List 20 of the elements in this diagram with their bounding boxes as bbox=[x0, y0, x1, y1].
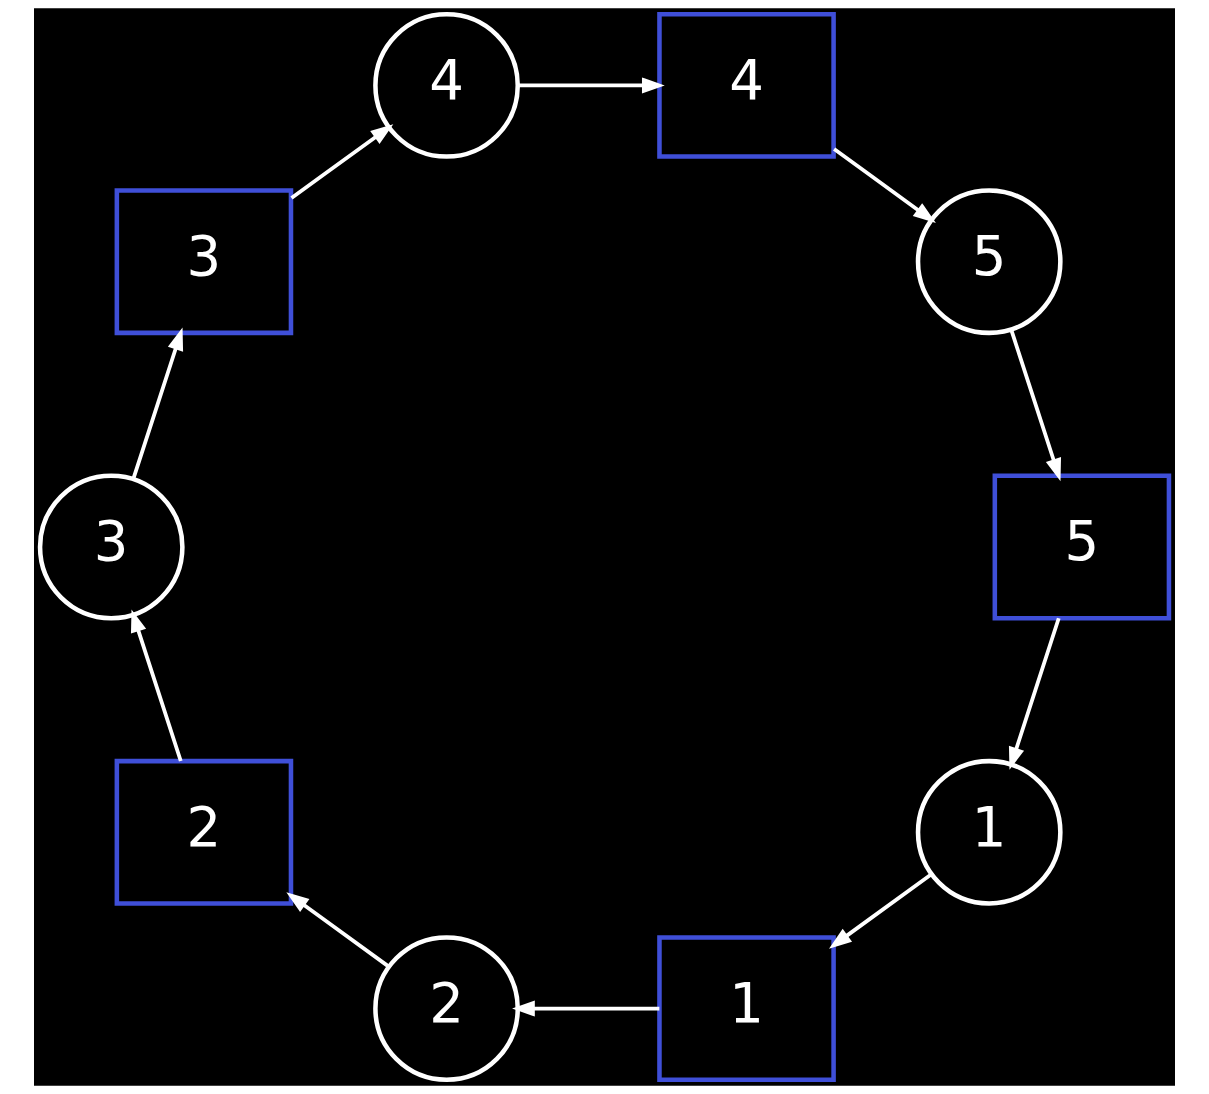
node-circle: 1 bbox=[915, 758, 1063, 906]
node-circle: 5 bbox=[915, 188, 1063, 336]
arrow bbox=[512, 1000, 660, 1017]
node-box: 1 bbox=[657, 935, 836, 1082]
node-box: 3 bbox=[114, 188, 294, 336]
node-box: 4 bbox=[657, 12, 836, 159]
arrow bbox=[286, 892, 390, 968]
arrow bbox=[1008, 617, 1061, 770]
node-box: 2 bbox=[114, 758, 294, 906]
arrow bbox=[518, 77, 665, 94]
arrow bbox=[833, 147, 936, 223]
arrow bbox=[130, 609, 183, 762]
arrow bbox=[828, 872, 933, 949]
node-circle: 2 bbox=[373, 935, 520, 1082]
arrow bbox=[290, 124, 394, 200]
node-circle: 4 bbox=[373, 12, 520, 159]
arrow bbox=[131, 327, 184, 480]
node-box: 5 bbox=[992, 473, 1172, 621]
node-circle: 3 bbox=[37, 473, 185, 621]
arrow bbox=[1009, 329, 1062, 482]
